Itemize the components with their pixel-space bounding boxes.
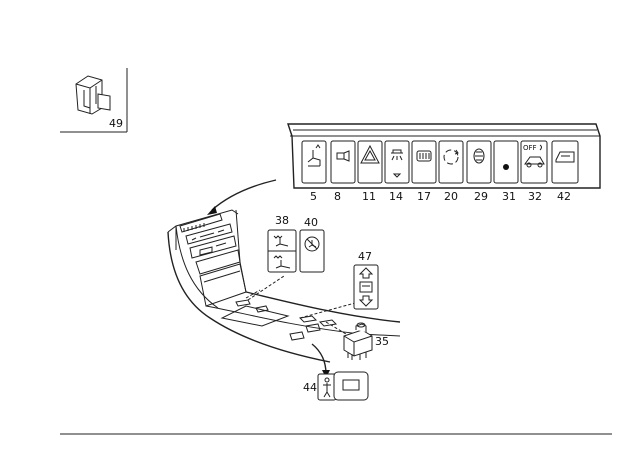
callout-47: 47: [358, 250, 372, 263]
seat-heat-icon: [273, 255, 291, 269]
seat-heat-icon: [273, 235, 289, 247]
callout-32: 32: [528, 190, 542, 203]
part-38-seat-switch: 38: [267, 214, 297, 273]
switch-fan-icon: [466, 140, 492, 184]
callout-35: 35: [375, 335, 389, 348]
switch-panel: OFF 5 8 11 14 17 20 29 31 32 42: [287, 123, 601, 203]
switch-seat-heater-icon: [301, 140, 327, 184]
callout-40: 40: [304, 216, 318, 229]
switch-interior-light-icon: [384, 140, 410, 184]
part-35-module: 35: [343, 322, 389, 360]
callout-8: 8: [334, 190, 341, 203]
part-44-switch: 44: [303, 343, 369, 401]
switch-rear-defrost-icon: [411, 140, 437, 184]
callout-38: 38: [275, 214, 289, 227]
window-icon: [359, 281, 373, 293]
callout-20: 20: [444, 190, 458, 203]
person-icon: [323, 377, 331, 398]
center-console: [167, 209, 401, 363]
callout-14: 14: [389, 190, 403, 203]
callout-31: 31: [502, 190, 516, 203]
switch-window-icon: [551, 140, 579, 184]
switch-hazard-icon: [357, 140, 383, 184]
callout-11: 11: [362, 190, 376, 203]
callout-5: 5: [310, 190, 317, 203]
panel-arrow: [207, 179, 277, 215]
no-seat-icon: [304, 236, 320, 252]
switch-recirculation-icon: [438, 140, 464, 184]
part-49-inset: 49: [60, 68, 128, 133]
callout-29: 29: [474, 190, 488, 203]
callout-49: 49: [109, 117, 123, 130]
switch-off-label: OFF: [523, 144, 537, 152]
arrow-down-icon: [358, 295, 374, 307]
part-40-disabled-switch: 40: [299, 216, 325, 273]
part-47-window-switch: 47: [353, 250, 379, 310]
clip-part-icon: [75, 75, 111, 115]
callout-44: 44: [303, 381, 317, 394]
callout-42: 42: [557, 190, 571, 203]
switch-off-road-icon: OFF: [520, 140, 548, 184]
switch-blank-dot-icon: [493, 140, 519, 184]
callout-17: 17: [417, 190, 431, 203]
arrow-up-icon: [358, 267, 374, 279]
switch-lamp-icon: [330, 140, 356, 184]
